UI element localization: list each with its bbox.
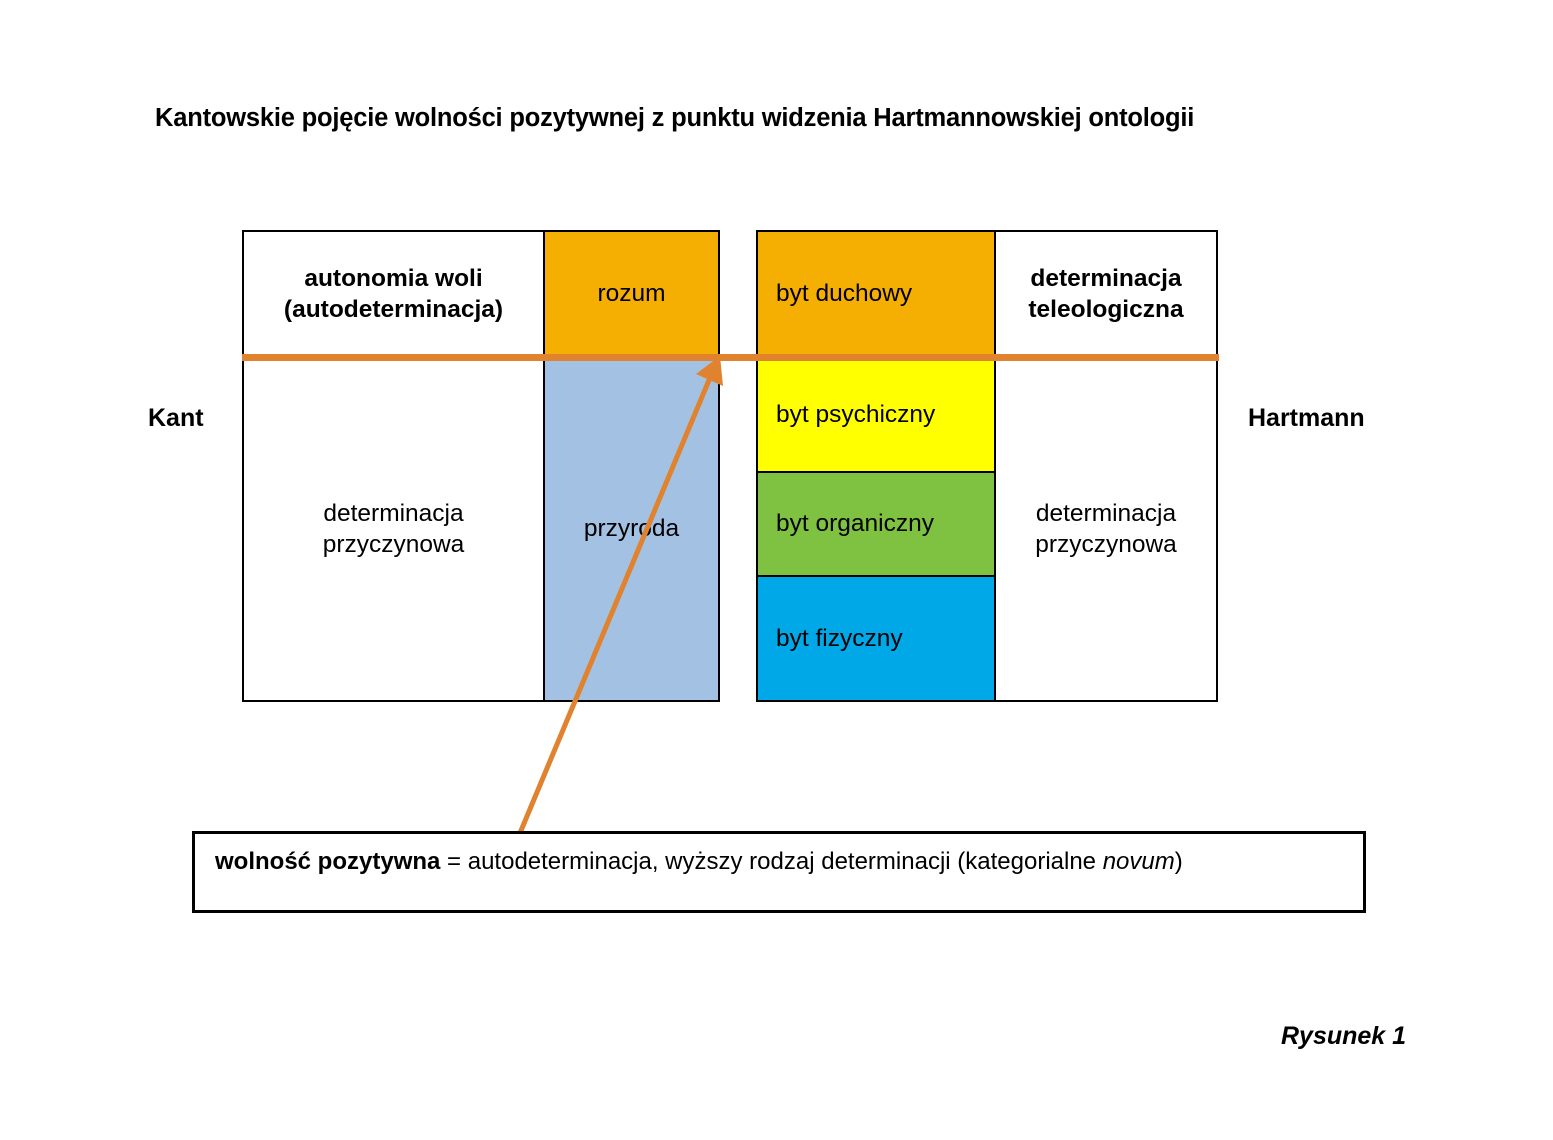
cell-kant-determinacja-line2: przyczynowa: [322, 531, 465, 558]
kant-concepts-column: autonomia woli (autodeterminacja) determ…: [244, 232, 545, 700]
definition-emphasis: novum: [1102, 848, 1175, 875]
cell-determinacja-teleologiczna: determinacja teleologiczna: [996, 232, 1216, 358]
cell-przyroda: przyroda: [545, 358, 718, 700]
cell-autonomia-woli: autonomia woli (autodeterminacja): [244, 232, 543, 358]
definition-text: wolność pozytywna = autodeterminacja, wy…: [215, 846, 1353, 877]
cell-determinacja-teleologiczna-line2: teleologiczna: [1028, 296, 1184, 323]
cell-rozum-label: rozum: [597, 280, 666, 308]
cell-byt-duchowy: byt duchowy: [758, 232, 994, 358]
cell-byt-organiczny-label: byt organiczny: [776, 510, 934, 537]
cell-autonomia-woli-line2: (autodeterminacja): [283, 296, 504, 323]
cell-hartmann-determinacja-line2: przyczynowa: [1035, 531, 1177, 558]
hartmann-table: byt duchowy byt psychiczny byt organiczn…: [756, 230, 1218, 702]
hartmann-strata-column: byt duchowy byt psychiczny byt organiczn…: [758, 232, 996, 700]
definition-body: autodeterminacja, wyższy rodzaj determin…: [467, 848, 1103, 875]
cell-byt-psychiczny: byt psychiczny: [758, 358, 994, 473]
kant-faculty-column: rozum przyroda: [545, 232, 718, 700]
definition-equals: =: [440, 848, 468, 875]
cell-przyroda-label: przyroda: [583, 515, 680, 543]
definition-term: wolność pozytywna: [215, 848, 441, 875]
side-label-hartmann: Hartmann: [1248, 404, 1365, 432]
cell-byt-fizyczny: byt fizyczny: [758, 577, 994, 700]
cell-byt-psychiczny-label: byt psychiczny: [776, 400, 936, 428]
cell-hartmann-determinacja-line1: determinacja: [1035, 499, 1177, 527]
cell-kant-determinacja-line1: determinacja: [323, 499, 464, 527]
kant-table: autonomia woli (autodeterminacja) determ…: [242, 230, 720, 702]
determination-boundary-line: [242, 354, 1219, 361]
cell-kant-determinacja-przyczynowa: determinacja przyczynowa: [244, 358, 543, 700]
cell-determinacja-teleologiczna-line1: determinacja: [1030, 264, 1182, 292]
figure-caption: Rysunek 1: [1281, 1022, 1407, 1050]
hartmann-determination-column: determinacja teleologiczna determinacja …: [996, 232, 1216, 700]
cell-byt-fizyczny-label: byt fizyczny: [776, 624, 903, 652]
cell-byt-duchowy-label: byt duchowy: [776, 280, 913, 307]
cell-hartmann-determinacja-przyczynowa: determinacja przyczynowa: [996, 358, 1216, 700]
definition-callout-box: wolność pozytywna = autodeterminacja, wy…: [192, 831, 1366, 913]
side-label-kant: Kant: [148, 404, 204, 432]
cell-autonomia-woli-line1: autonomia woli: [304, 264, 483, 292]
page-title: Kantowskie pojęcie wolności pozytywnej z…: [155, 104, 1195, 132]
cell-rozum: rozum: [545, 232, 718, 358]
definition-tail: ): [1174, 848, 1183, 875]
cell-byt-organiczny: byt organiczny: [758, 473, 994, 577]
